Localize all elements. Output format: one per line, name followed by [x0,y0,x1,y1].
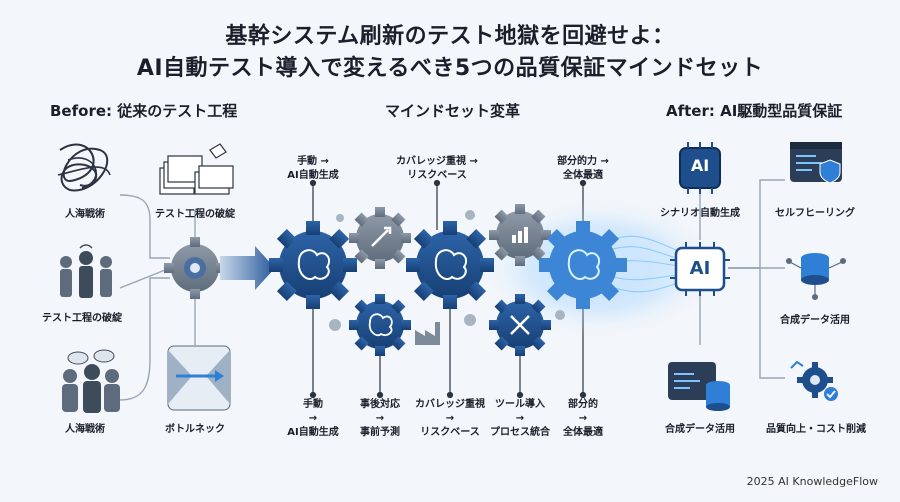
bottom-label-4: ツール導入 → プロセス統合 [484,398,556,440]
center-ai-chip-label: AI [689,258,711,279]
arguing-people-icon [62,349,120,413]
small-gear-icons [329,210,565,331]
gear-brain-2 [406,221,494,309]
code-shield-icon [790,142,842,184]
bottom-label-3-line1: カバレッジ重視 [415,399,485,410]
before-header: Before: 従来のテスト工程 [50,102,238,120]
gear-tool-gray-1 [349,207,411,269]
after-header: After: AI駆動型品質保証 [666,102,843,120]
top-label-3-line2: 全体最適 [563,170,603,181]
top-label-2-line1: カバレッジ重視 → [396,156,478,167]
gear-check-icon [790,360,838,401]
before-connectors [119,194,196,401]
after-label-5: 品質向上・コスト削減 [766,424,866,435]
bottom-label-4-line1: ツール導入 [495,399,545,410]
before-hub-gear [164,237,226,299]
bottom-label-1-line3: AI自動生成 [287,427,339,438]
top-label-2: カバレッジ重視 → リスクベース [377,155,497,183]
bottom-label-1: 手動 → AI自動生成 [273,398,353,440]
top-label-1-line2: AI自動生成 [287,170,339,181]
bottom-label-3: カバレッジ重視 → リスクベース [410,398,490,440]
bottom-label-5: 部分的 → 全体最適 [553,398,613,440]
ai-chip-icon [679,142,721,194]
top-label-3: 部分的力 → 全体最適 [538,155,628,183]
gear-brain-glow [539,221,627,309]
bottom-label-4-line3: プロセス統合 [490,427,550,438]
bottom-label-5-line1: 部分的 [568,399,598,410]
top-label-2-line2: リスクベース [407,170,467,181]
bottom-label-2: 事後対応 → 事前予測 [350,398,410,440]
center-ai-chip-icon [670,242,730,296]
top-ai-chip-label: AI [690,156,710,175]
bottom-label-3-line3: リスクベース [420,427,480,438]
top-label-1-line1: 手動 → [297,156,329,167]
before-label-1: 人海戦術 [65,209,105,220]
before-label-2: テスト工程の破綻 [155,209,235,220]
gear-brain-small-1 [349,294,411,356]
bottom-label-5-line3: 全体最適 [563,427,603,438]
top-label-1: 手動 → AI自動生成 [263,155,363,183]
after-label-2: セルフヒーリング [775,208,855,219]
paper-stacks-icon [159,143,234,195]
bottom-label-1-line1: 手動 [303,399,323,410]
tangled-lines-icon [57,143,111,192]
top-label-3-line1: 部分的力 → [557,156,609,167]
bottom-label-5-arrow: → [578,413,588,424]
bottom-label-3-arrow: → [445,413,455,424]
gear-brain-1 [269,221,357,309]
middle-header: マインドセット変革 [385,102,521,120]
page-title-line1: 基幹システム刷新のテスト地獄を回避せよ： [225,24,675,49]
transition-arrow [220,246,275,290]
gear-tools-blue [489,294,551,356]
footer-credit: 2025 AI KnowledgeFlow [746,475,878,488]
code-database-icon [668,362,730,411]
bottom-label-2-line3: 事前予測 [360,427,400,438]
gear-chart-gray [489,204,551,266]
before-label-5: ボトルネック [165,424,225,435]
before-label-3: テスト工程の破綻 [42,313,122,324]
stressed-people-icon [60,244,112,298]
after-label-4: 合成データ活用 [665,424,735,435]
after-connectors [699,179,785,379]
after-label-1: シナリオ自動生成 [660,208,740,219]
factory-icon [415,322,440,345]
page-title-line2: AI自動テスト導入で変えるべき5つの品質保証マインドセット [136,56,764,81]
funnel-bottleneck-icon [167,345,231,411]
before-label-4: 人海戦術 [65,424,105,435]
bottom-label-4-arrow: → [515,413,525,424]
bottom-label-1-arrow: → [308,413,318,424]
after-label-3: 合成データ活用 [780,315,850,326]
bottom-label-2-arrow: → [375,413,385,424]
bottom-label-2-line1: 事後対応 [360,399,400,410]
database-network-icon [786,253,846,300]
